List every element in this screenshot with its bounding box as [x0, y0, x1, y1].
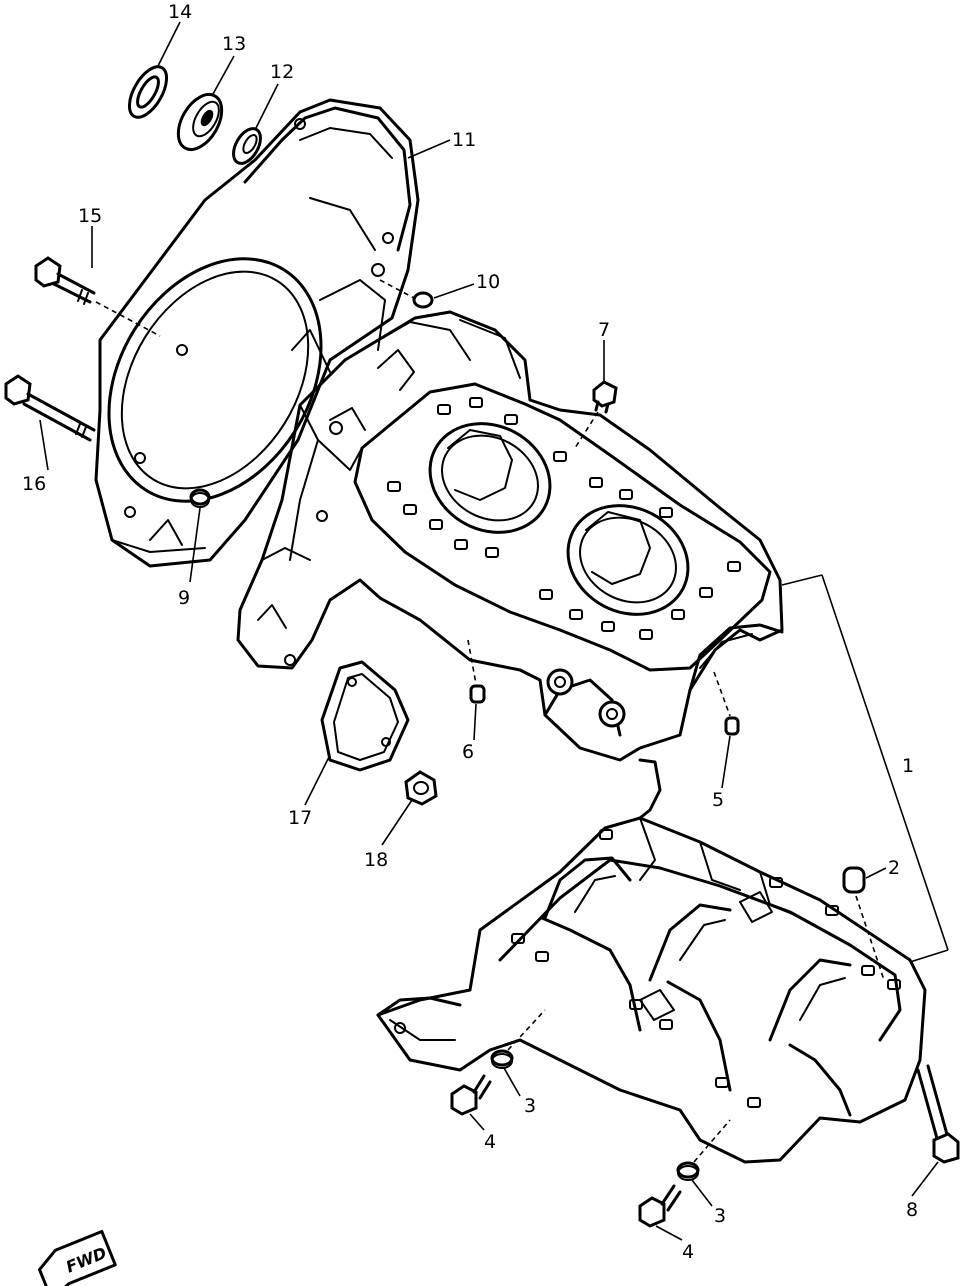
- callout-1: 1: [902, 755, 914, 777]
- callout-3: 3: [524, 1095, 536, 1117]
- callout-16: 16: [22, 473, 46, 495]
- part-3-washer-a: [490, 1049, 514, 1069]
- callout-15: 15: [78, 205, 102, 227]
- callout-9: 9: [178, 587, 190, 609]
- part-17-cover-plate: [320, 660, 410, 772]
- part-11-crankcase-cover: [94, 98, 420, 568]
- leader-lines: [39, 21, 939, 1241]
- part-2-dowel-pin: [842, 866, 885, 981]
- part-6-dowel-pin: [467, 639, 486, 704]
- part-1-group-bracket: [781, 574, 949, 963]
- callout-14: 14: [168, 1, 192, 23]
- part-9-dowel-pin: [189, 488, 211, 508]
- callout-12: 12: [270, 61, 294, 83]
- callout-5: 5: [712, 789, 724, 811]
- callout-10: 10: [476, 271, 500, 293]
- callout-6: 6: [462, 741, 474, 763]
- part-8-long-bolt: [916, 1064, 960, 1164]
- callout-4: 4: [682, 1241, 694, 1263]
- part-4-bolt-a: [450, 1074, 492, 1116]
- part-14-oil-seal: [127, 65, 169, 119]
- upper-crankcase-half: [236, 310, 784, 762]
- part-3-washer-b: [676, 1161, 700, 1181]
- callout-labels: 1 2 3 3 4 4 5 6 7 8 9 10 11 12 13 14 15 …: [22, 1, 918, 1263]
- callout-13: 13: [222, 33, 246, 55]
- callout-11: 11: [452, 129, 476, 151]
- part-7-bolt: [574, 380, 618, 449]
- callout-17: 17: [288, 807, 312, 829]
- part-5-dowel-pin: [713, 671, 740, 736]
- callout-3: 3: [714, 1205, 726, 1227]
- callout-7: 7: [598, 319, 610, 341]
- lower-crankcase-half: [376, 758, 927, 1164]
- part-10-dowel-pin: [379, 279, 434, 309]
- callout-8: 8: [906, 1199, 918, 1221]
- part-13-bearing: [176, 93, 224, 151]
- callout-18: 18: [364, 849, 388, 871]
- part-12-collar: [232, 127, 262, 165]
- part-16-bolt: [4, 374, 96, 442]
- forward-direction-marker: FWD: [38, 1229, 117, 1286]
- part-18-plug: [404, 770, 438, 806]
- callout-4: 4: [484, 1131, 496, 1153]
- callout-2: 2: [888, 857, 900, 879]
- part-4-bolt-b: [638, 1184, 682, 1228]
- part-15-bolt: [34, 256, 161, 337]
